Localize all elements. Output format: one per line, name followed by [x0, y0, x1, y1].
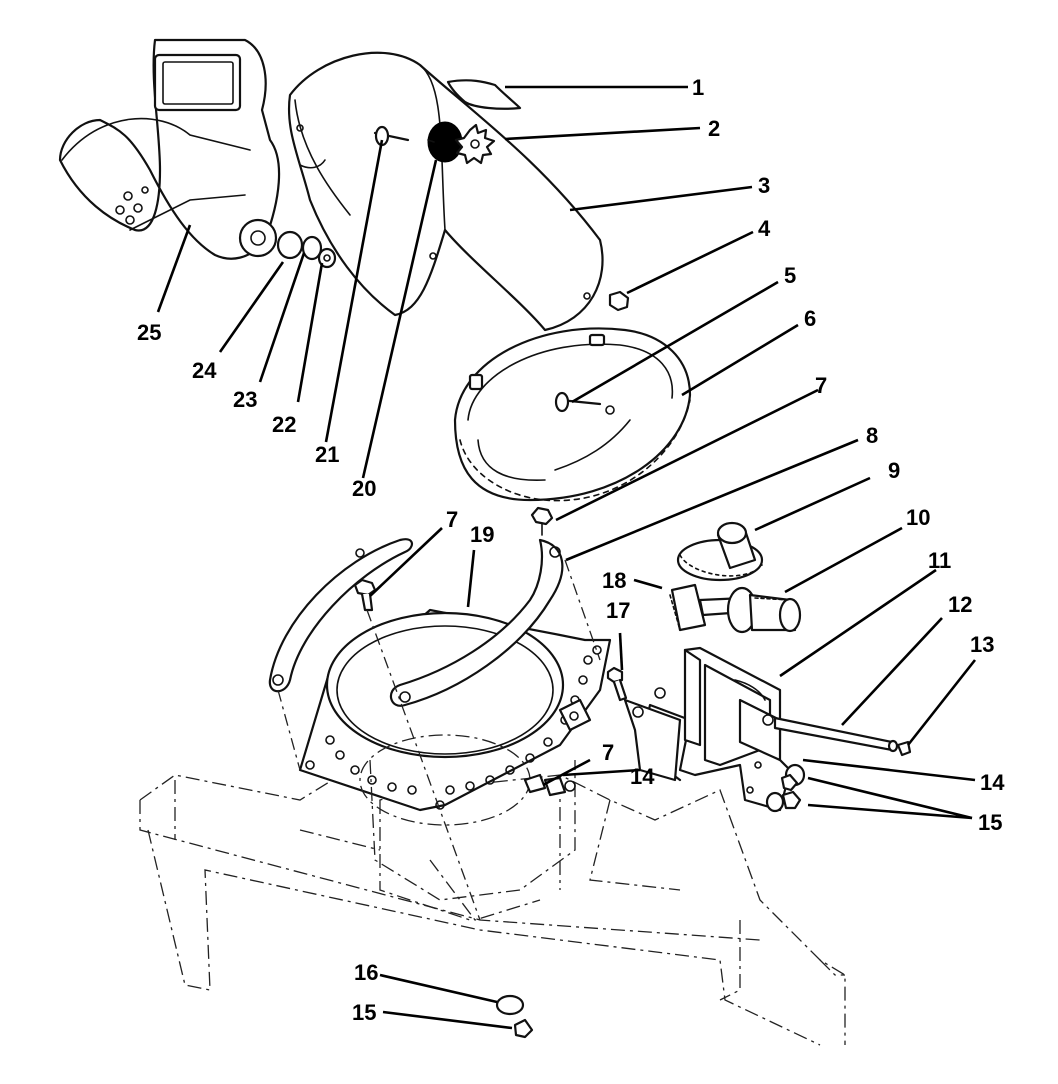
callout-7-mid: 7: [602, 740, 614, 765]
alignment-line-flange-left: [277, 689, 301, 771]
callout-4: 4: [758, 216, 771, 241]
worm-gear-9: [676, 521, 764, 582]
callout-20: 20: [352, 476, 376, 501]
shaft-12: [773, 716, 899, 753]
callout-24: 24: [192, 358, 217, 383]
callout-7-left: 7: [446, 507, 458, 532]
callout-13: 13: [970, 632, 994, 657]
hardware-7-14-mid: [523, 773, 576, 797]
callout-12: 12: [948, 592, 972, 617]
hardware-15-16-bottom: [495, 994, 534, 1039]
callout-14-right: 14: [980, 770, 1005, 795]
pivot-hardware: [276, 230, 337, 269]
callout-11: 11: [928, 548, 951, 573]
alignment-line-flange-right: [564, 559, 601, 661]
hex-nut-4: [583, 290, 630, 312]
callout-7-upper: 7: [815, 373, 827, 398]
chute-base-assembly: [298, 608, 612, 901]
mounting-bracket-11: [558, 646, 792, 812]
chute-deflector: [58, 38, 281, 260]
cap-13: [896, 740, 912, 757]
callout-18: 18: [602, 568, 626, 593]
left-flange: [268, 538, 413, 693]
leader-lines: [156, 85, 977, 1030]
decal: [446, 79, 522, 110]
hardware-14-15-right: [765, 763, 806, 813]
callout-23: 23: [233, 387, 257, 412]
callout-5: 5: [784, 263, 796, 288]
callout-17: 17: [606, 598, 630, 623]
callout-8: 8: [866, 423, 878, 448]
callout-15-right: 15: [978, 810, 1002, 835]
bolt-7-upper: [530, 506, 554, 536]
callout-6: 6: [804, 306, 816, 331]
bolt-17: [606, 666, 628, 702]
callout-15-bottom: 15: [352, 1000, 376, 1025]
callout-19: 19: [470, 522, 494, 547]
callout-3: 3: [758, 173, 770, 198]
callout-numbers: 1 2 3 4 5 6 7 8 9 10 11 12 13 14 15 7 19…: [137, 75, 1005, 1025]
callout-9: 9: [888, 458, 900, 483]
discharge-chute: [288, 51, 604, 332]
callout-16: 16: [354, 960, 378, 985]
callout-21: 21: [315, 442, 339, 467]
screw-5: [554, 391, 615, 415]
callout-25: 25: [137, 320, 161, 345]
star-washer: [454, 123, 496, 165]
callout-14-mid: 14: [630, 764, 655, 789]
right-flange: [389, 538, 564, 707]
callout-22: 22: [272, 412, 296, 437]
bolt-7-left: [353, 578, 377, 612]
chute-gear-ring: [453, 327, 692, 502]
callout-1: 1: [692, 75, 704, 100]
callout-10: 10: [906, 505, 930, 530]
gear-shaft-10: [726, 586, 802, 634]
auger-housing-phantom: [139, 759, 846, 1046]
callout-2: 2: [708, 116, 720, 141]
